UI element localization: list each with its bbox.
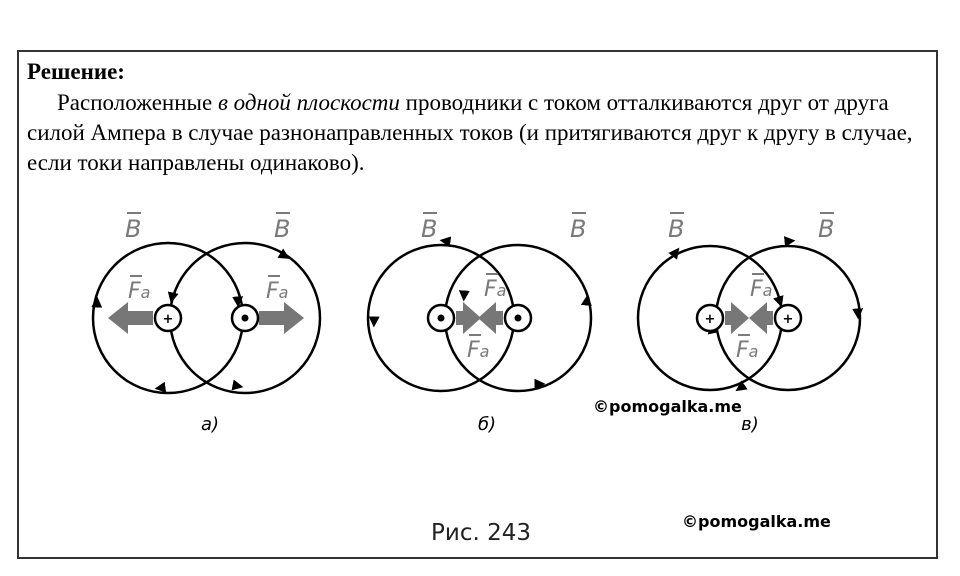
- panel-b-force-arrow-right: [478, 302, 503, 334]
- panel-c-current-in-symbol: +: [783, 312, 794, 327]
- panel-b-force-label-bottom: Fa: [467, 338, 489, 363]
- panel-b-direction-arrow: [368, 316, 380, 328]
- watermark-bottom: ©pomogalka.me: [682, 512, 831, 531]
- solution-paragraph: Расположенные в одной плоскости проводни…: [27, 88, 927, 178]
- panel-c: + + B B Fa Fa в): [636, 212, 864, 435]
- panel-c-force-arrow-right: [749, 302, 773, 334]
- panel-a-caption: а): [201, 414, 219, 435]
- panel-c-current-in-symbol: +: [705, 312, 716, 327]
- panel-c-force-label-top: Fa: [750, 277, 772, 302]
- panel-c-field-label-right: B: [818, 215, 834, 243]
- panel-c-conductor-left: [695, 303, 725, 333]
- panel-a-direction-arrow: [154, 381, 167, 393]
- watermark-inner: ©pomogalka.me: [593, 397, 742, 416]
- panel-b-current-out-dot: [437, 314, 445, 322]
- panel-a-conductor-left: [153, 303, 183, 333]
- solution-text-part1: Расположенные: [57, 90, 218, 115]
- panel-a-current-out-dot: [241, 314, 249, 322]
- panel-b-current-out-dot: [514, 314, 522, 322]
- panel-c-direction-arrow: [783, 236, 796, 248]
- solution-text-part2: проводники с током отталкиваются друг от…: [27, 90, 913, 175]
- panel-b: B B Fa Fa б): [366, 212, 593, 435]
- panel-b-direction-arrow: [580, 294, 592, 307]
- panel-a-field-label-left: B: [125, 215, 141, 243]
- panel-b-direction-arrow: [458, 290, 470, 302]
- panel-a-force-arrow-right: [259, 302, 304, 334]
- panel-a-force-arrow-left: [108, 302, 153, 334]
- panel-a: + B B Fa Fa а): [91, 212, 322, 435]
- panel-c-force-arrow-left: [725, 302, 749, 334]
- panel-a-force-label-right: Fa: [266, 279, 288, 304]
- panel-c-caption: в): [741, 414, 759, 435]
- panel-a-force-label-left: Fa: [128, 279, 150, 304]
- panel-c-field-label-left: B: [668, 215, 684, 243]
- panel-b-caption: б): [478, 414, 496, 435]
- solution-text-italic: в одной плоскости: [217, 90, 400, 115]
- panel-a-field-label-right: B: [274, 215, 290, 243]
- panel-b-field-label-right: B: [570, 215, 586, 243]
- panel-c-conductor-right: [773, 303, 803, 333]
- panel-b-direction-arrow: [534, 378, 546, 390]
- panel-b-field-label-left: B: [421, 215, 437, 243]
- panel-c-force-label-bottom: Fa: [736, 338, 758, 363]
- solution-heading: Решение:: [27, 59, 125, 84]
- panel-b-force-arrow-left: [456, 302, 481, 334]
- figure-caption: Рис. 243: [431, 520, 531, 546]
- panel-a-current-in-symbol: +: [163, 312, 174, 327]
- panel-b-force-label-top: Fa: [484, 277, 506, 302]
